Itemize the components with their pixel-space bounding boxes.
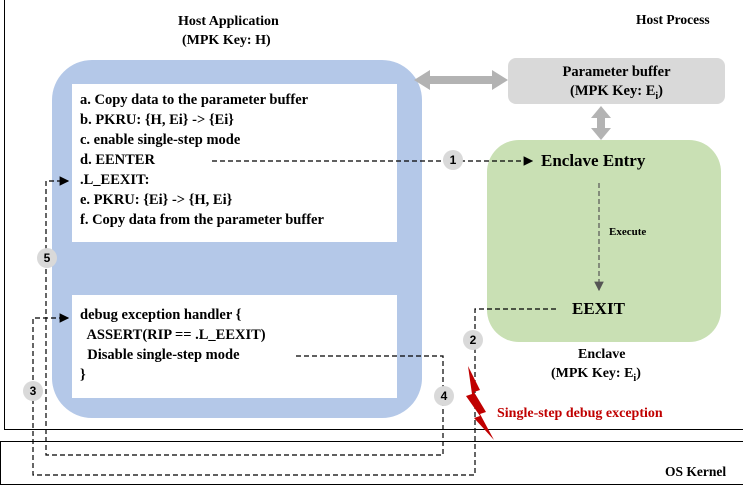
step-5-marker: 5 <box>37 248 57 268</box>
lightning-bolt-icon <box>466 366 494 440</box>
code-line-c: c. enable single-step mode <box>80 132 241 148</box>
enclave-entry-label: Enclave Entry <box>541 151 646 170</box>
host-app-key: (MPK Key: H) <box>182 33 271 48</box>
code-line-b: b. PKRU: {H, Ei} -> {Ei} <box>80 112 234 128</box>
eexit-exception-path <box>32 308 556 476</box>
handler-line-2: ASSERT(RIP == .L_EEXIT) <box>80 327 266 343</box>
host-app-title: Host Application <box>178 14 279 29</box>
host-process-label: Host Process <box>636 12 710 27</box>
code-line-a: a. Copy data to the parameter buffer <box>80 92 309 108</box>
param-enclave-double-arrow <box>591 106 611 140</box>
code-line-d: d. EENTER <box>80 152 155 168</box>
step-1-marker: 1 <box>443 150 463 170</box>
execute-label: Execute <box>609 226 647 238</box>
enclave-panel <box>487 140 721 342</box>
eexit-label: EEXIT <box>572 299 625 318</box>
param-buffer-key: (MPK Key: Ei) <box>570 83 663 102</box>
return-path <box>45 176 444 456</box>
handler-line-4: } <box>80 367 86 383</box>
os-kernel-label: OS Kernel <box>665 464 727 479</box>
host-code-box: a. Copy data to the parameter buffer b. … <box>72 84 397 242</box>
step-3-marker: 3 <box>23 381 43 401</box>
host-param-double-arrow <box>414 70 508 90</box>
exception-label: Single-step debug exception <box>497 406 663 421</box>
step-4-marker: 4 <box>434 386 454 406</box>
handler-line-3: Disable single-step mode <box>80 347 240 363</box>
os-kernel-frame <box>0 441 743 485</box>
enclave-label: Enclave <box>578 347 626 362</box>
enclave-key: (MPK Key: Ei) <box>551 366 641 384</box>
handler-line-1: debug exception handler { <box>80 307 242 323</box>
code-line-label: .L_EEXIT: <box>80 172 150 188</box>
parameter-buffer: Parameter buffer (MPK Key: Ei) <box>508 58 725 104</box>
debug-handler-box: debug exception handler { ASSERT(RIP == … <box>72 295 397 398</box>
param-buffer-title: Parameter buffer <box>562 64 671 80</box>
code-line-f: f. Copy data from the parameter buffer <box>80 212 324 228</box>
step-2-marker: 2 <box>463 330 483 350</box>
code-line-e: e. PKRU: {Ei} -> {H, Ei} <box>80 192 233 208</box>
host-process-frame <box>4 0 743 430</box>
